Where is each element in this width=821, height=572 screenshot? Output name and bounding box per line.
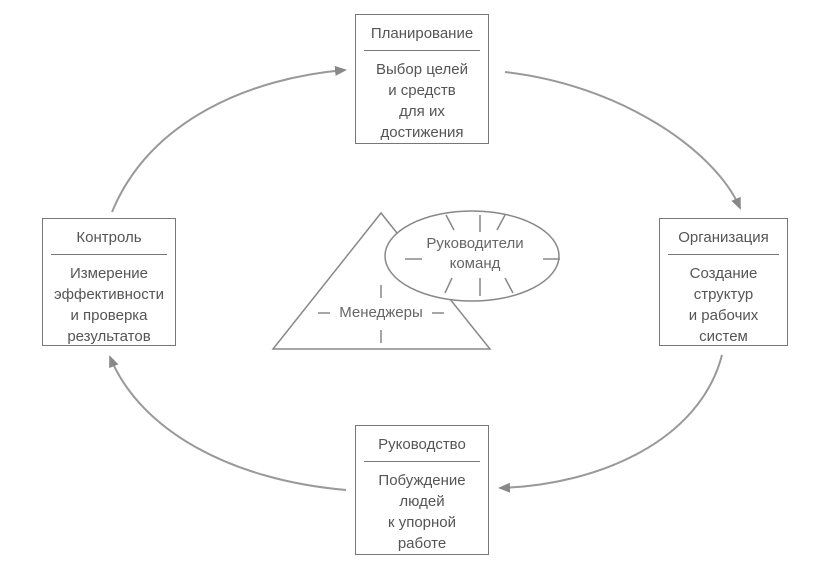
box-line: Выбор целей xyxy=(376,61,468,78)
box-line: и рабочих xyxy=(688,307,759,324)
team-leaders-line: Руководители xyxy=(426,235,524,252)
box-line: систем xyxy=(699,328,748,345)
ellipse-rays xyxy=(405,214,560,296)
box-title: Планирование xyxy=(364,15,480,51)
box-line: и средств xyxy=(388,82,456,99)
box-line: к упорной xyxy=(387,514,457,531)
control-box: Контроль Измерение эффективности и прове… xyxy=(42,218,176,346)
triangle-dividers xyxy=(318,285,444,343)
box-line: для их xyxy=(399,103,445,120)
box-line: Создание xyxy=(689,265,758,282)
arrow-control-to-planning xyxy=(111,65,347,213)
box-title: Контроль xyxy=(51,219,167,255)
box-title: Руководство xyxy=(364,426,480,462)
arrow-leadership-to-control xyxy=(109,355,347,491)
planning-box: Планирование Выбор целей и средств для и… xyxy=(355,14,489,144)
organization-box: Организация Создание структур и рабочих … xyxy=(659,218,788,346)
box-line: результатов xyxy=(67,328,151,345)
box-line: Измерение xyxy=(69,265,148,282)
box-line: работе xyxy=(397,535,447,552)
managers-label: Менеджеры xyxy=(339,304,423,321)
team-leaders-line: команд xyxy=(449,255,501,272)
box-line: достижения xyxy=(380,124,464,141)
arrow-planning-to-organization xyxy=(504,71,741,210)
arrow-organization-to-leadership xyxy=(498,354,723,493)
box-title: Организация xyxy=(668,219,779,255)
box-line: Побуждение xyxy=(378,472,466,489)
box-line: и проверка xyxy=(70,307,148,324)
team-leaders-label: Руководители команд xyxy=(410,234,540,274)
box-line: структур xyxy=(693,286,754,303)
box-line: людей xyxy=(399,493,445,510)
team-leaders-ellipse xyxy=(384,210,560,302)
leadership-box: Руководство Побуждение людей к упорной р… xyxy=(355,425,489,555)
box-line: эффективности xyxy=(53,286,164,303)
